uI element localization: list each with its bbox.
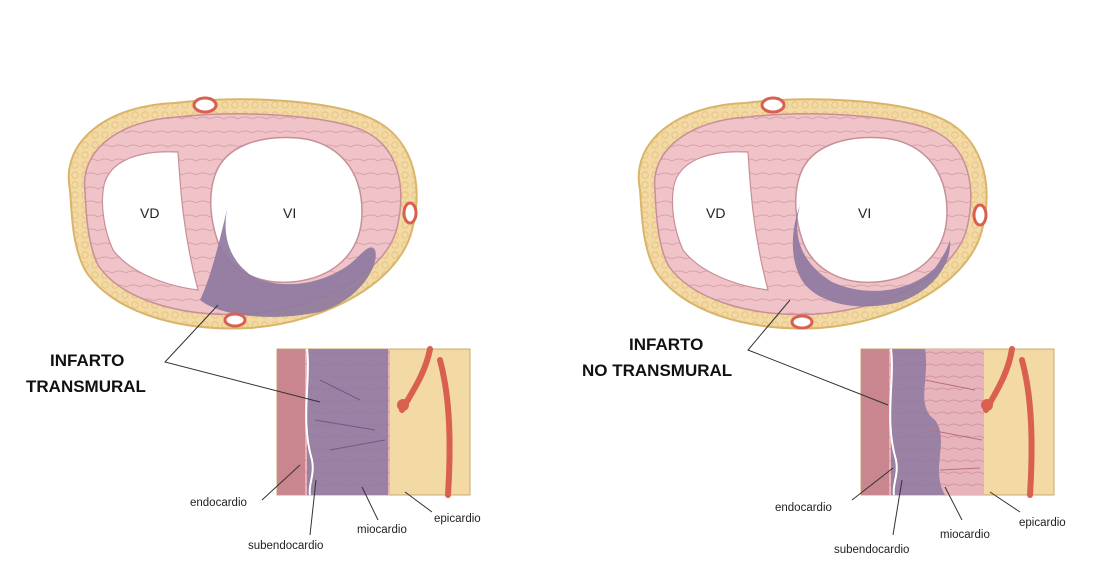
label-endocardium-right: endocardio — [775, 502, 832, 514]
coronary-vessel-bottom — [225, 314, 245, 326]
label-myocardium-left: miocardio — [357, 524, 407, 536]
left-ventricle-cavity — [796, 137, 947, 282]
coronary-vessel-right — [404, 203, 416, 223]
inset-infarct-full — [307, 349, 388, 495]
panel-non-transmural: VD VI INFARTO NO TRANSMURAL endocardio s… — [582, 98, 1066, 556]
label-myocardium-right: miocardio — [940, 529, 990, 541]
heart-cross-section-left: VD VI — [69, 98, 417, 328]
title-line1-right: INFARTO — [629, 335, 703, 354]
label-endocardium-left: endocardio — [190, 497, 247, 509]
coronary-vessel-right — [974, 205, 986, 225]
coronary-vessel-top — [762, 98, 784, 112]
label-vi: VI — [283, 205, 296, 221]
label-epicardium-right: epicardio — [1019, 517, 1066, 529]
wall-inset-left — [277, 349, 470, 495]
label-subendocardium-right: subendocardio — [834, 544, 909, 556]
label-vi: VI — [858, 205, 871, 221]
label-epicardium-left: epicardio — [434, 513, 481, 525]
title-line1-left: INFARTO — [50, 351, 124, 370]
coronary-vessel-bottom — [792, 316, 812, 328]
label-vd: VD — [706, 205, 725, 221]
panel-transmural: VD VI INFARTO TRANSMURAL endocardio su — [26, 98, 481, 552]
title-line2-left: TRANSMURAL — [26, 377, 146, 396]
label-subendocardium-left: subendocardio — [248, 540, 323, 552]
label-vd: VD — [140, 205, 159, 221]
wall-inset-right — [861, 349, 1054, 495]
coronary-vessel-top — [194, 98, 216, 112]
title-line2-right: NO TRANSMURAL — [582, 361, 732, 380]
heart-cross-section-right: VD VI — [639, 98, 987, 328]
